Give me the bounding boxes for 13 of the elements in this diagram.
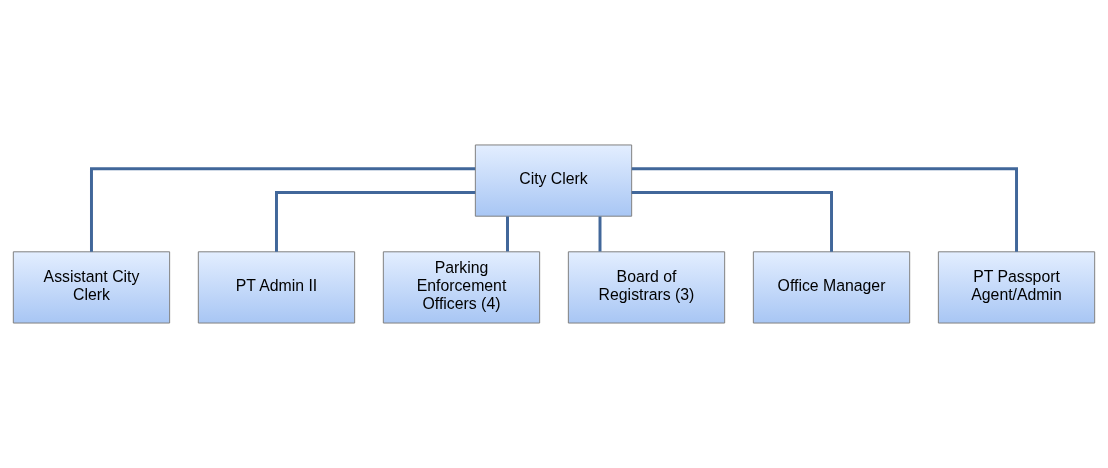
connector xyxy=(506,216,509,252)
connector xyxy=(631,167,1018,252)
node-box: City Clerk xyxy=(474,144,633,217)
node-box: PT Admin II xyxy=(197,251,356,324)
connector xyxy=(631,190,833,252)
node-box: Office Manager xyxy=(752,251,911,324)
node-box: Parking Enforcement Officers (4) xyxy=(382,251,541,324)
node-box: PT Passport Agent/Admin xyxy=(937,251,1096,324)
connector xyxy=(598,216,602,252)
connector xyxy=(275,190,476,252)
node-box: Assistant City Clerk xyxy=(12,251,171,324)
node-box: Board of Registrars (3) xyxy=(567,251,726,324)
connector xyxy=(90,167,476,252)
